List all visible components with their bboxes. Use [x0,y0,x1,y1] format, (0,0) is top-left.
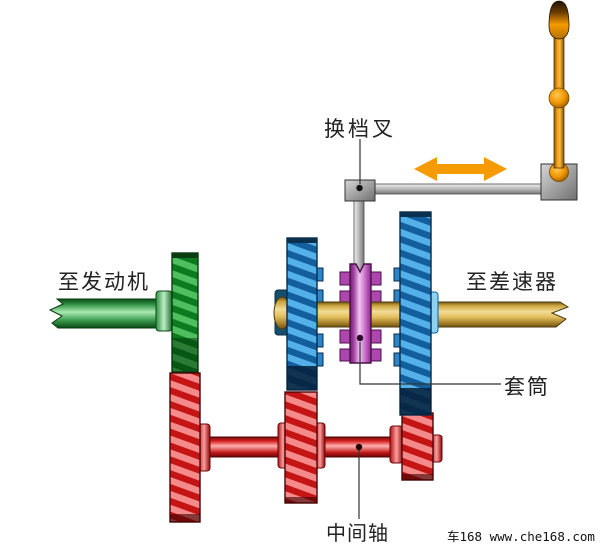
input-shaft-green [48,298,167,329]
input-gear-hub [155,290,173,332]
label-sleeve: 套筒 [504,375,550,399]
label-to-engine: 至发动机 [58,270,150,294]
shift-direction-arrow-icon [414,157,507,181]
shift-rail-rod [373,183,543,195]
pointer-dot-shift-fork [356,184,363,192]
lever-mid-ball [548,87,570,109]
output-gear2-blue [399,211,432,416]
counter-gear3-hub-left [389,425,404,464]
shift-knob [548,0,570,40]
shift-fork-shaft [353,198,365,274]
shift-linkage [344,0,578,274]
pointer-dot-sleeve [356,334,364,342]
output-shaft-assembly [273,211,570,416]
pointer-sleeve [359,342,501,385]
output-gear1-blue [286,237,318,391]
counter-gear2-red [284,391,318,504]
input-shaft-assembly [48,252,199,373]
callout-pointers [358,139,501,519]
input-gear-green [171,252,199,373]
label-countershaft: 中间轴 [326,522,389,545]
label-shift-fork: 换档叉 [324,117,396,141]
counter-gear1-red [169,372,201,523]
countershaft-assembly [169,372,443,523]
synchronizer-sleeve-body [349,263,372,364]
watermark-text: 车168 www.che168.com [447,529,595,544]
label-to-differential: 至差速器 [466,270,558,294]
counter-gear3-red [401,412,434,481]
pointer-dot-countershaft [355,443,363,451]
